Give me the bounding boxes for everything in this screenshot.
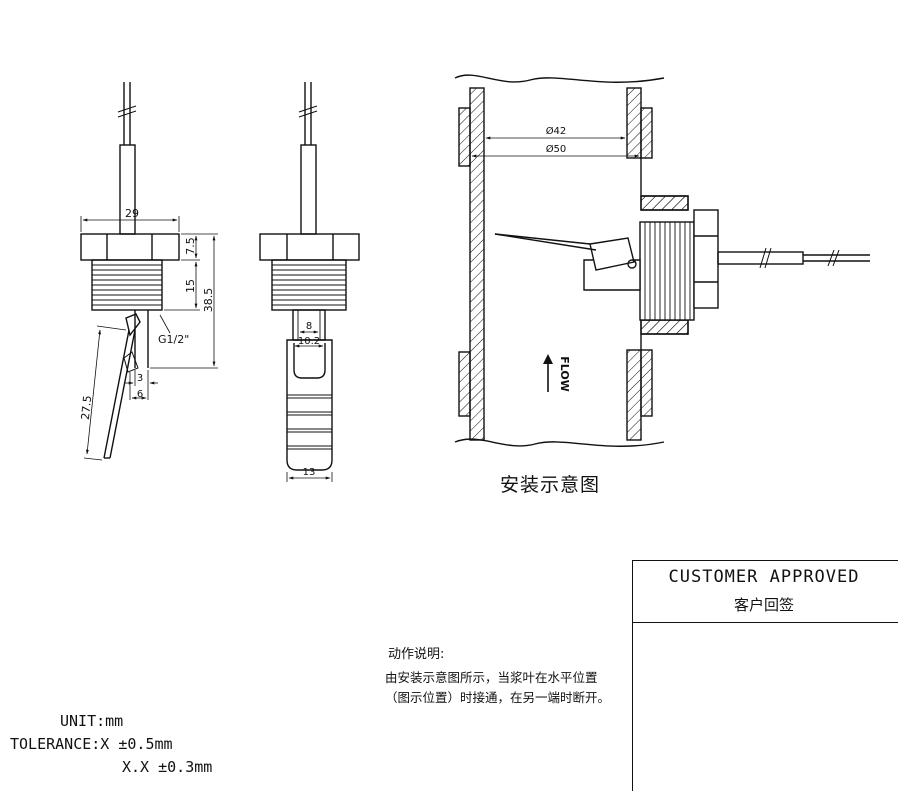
customer-approval-box: CUSTOMER APPROVED 客户回签 <box>632 560 898 791</box>
dim-3: 3 <box>137 373 143 384</box>
dim-8: 8 <box>306 321 312 332</box>
installation-caption: 安装示意图 <box>500 474 601 496</box>
unit-label: UNIT:mm <box>60 712 124 730</box>
approval-divider <box>633 622 898 623</box>
dim-15: 15 <box>184 279 197 293</box>
dim-27-5: 27.5 <box>79 395 94 421</box>
installation-switch <box>494 209 870 321</box>
dim-29: 29 <box>125 207 139 220</box>
dim-6: 6 <box>137 389 143 400</box>
tolerance-line-1: TOLERANCE:X ±0.5mm <box>10 735 173 753</box>
flow-arrow-icon <box>543 354 553 392</box>
dim-13: 13 <box>303 467 316 478</box>
dim-dia-42: Ø42 <box>546 125 567 137</box>
tolerance-line-2: X.X ±0.3mm <box>122 758 213 776</box>
flow-label: FLOW <box>558 356 571 392</box>
side-view <box>259 82 360 482</box>
dim-38-5: 38.5 <box>202 288 215 313</box>
approval-title: CUSTOMER APPROVED <box>668 567 860 587</box>
approval-subtitle: 客户回签 <box>733 596 794 614</box>
dim-thread: G1/2" <box>158 333 189 346</box>
dim-7-5: 7.5 <box>184 237 197 255</box>
action-title: 动作说明: <box>388 647 445 662</box>
action-description: 由安装示意图所示，当浆叶在水平位置（图示位置）时接通，在另一端时断开。 <box>385 670 611 705</box>
dim-10-2: 10.2 <box>298 336 320 347</box>
front-view <box>80 82 218 461</box>
installation-view <box>454 74 689 447</box>
dim-dia-50: Ø50 <box>546 143 567 155</box>
